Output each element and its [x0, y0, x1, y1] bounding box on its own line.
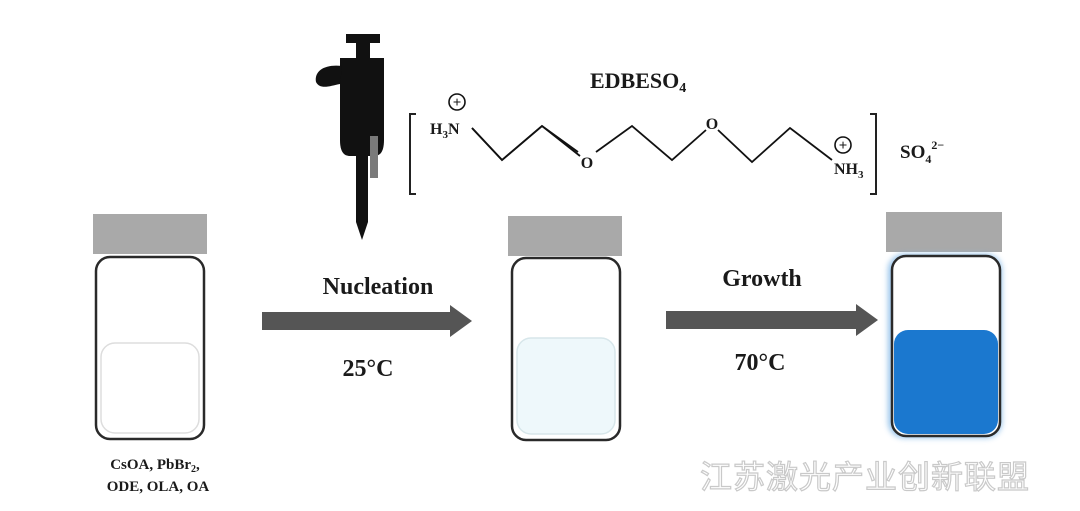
plus-sign-left: +	[453, 95, 462, 111]
precursor-line-1: CsOA, PbBr2,	[110, 457, 200, 475]
nucleation-temperature: 25°C	[343, 356, 394, 382]
plus-charge-left	[448, 93, 466, 111]
plus-sign-right: +	[839, 138, 848, 154]
vial-nucleated	[508, 216, 622, 442]
vial-cap	[93, 214, 207, 254]
vial-solution	[100, 342, 200, 434]
growth-label: Growth	[722, 266, 802, 292]
plus-charge-right	[834, 136, 852, 154]
vial-solution	[516, 337, 616, 435]
growth-temperature: 70°C	[735, 350, 786, 376]
vial-cap	[886, 212, 1002, 252]
vial-cap	[508, 216, 622, 256]
oxygen-atom-2: O	[706, 116, 718, 133]
oxygen-atom-1: O	[581, 155, 593, 172]
arrow-nucleation	[262, 305, 472, 337]
carbon-chain	[471, 124, 581, 162]
watermark: 江苏激光产业创新联盟	[699, 457, 1031, 496]
precursor-line-2: ODE, OLA, OA	[107, 479, 210, 495]
molecule-structure	[409, 93, 877, 195]
right-ammonium: NH3	[834, 161, 864, 181]
vial-grown	[886, 212, 1002, 438]
arrow-growth	[666, 304, 878, 336]
vial-solution	[894, 330, 998, 434]
pipette-icon	[315, 34, 384, 240]
left-ammonium: H3N	[430, 121, 460, 141]
bracket-left	[409, 113, 416, 195]
vial-precursors	[93, 214, 207, 441]
molecule-name: EDBESO4	[590, 68, 686, 96]
counter-ion: SO42−	[900, 138, 944, 166]
bracket-right	[870, 113, 877, 195]
nucleation-label: Nucleation	[323, 274, 434, 300]
